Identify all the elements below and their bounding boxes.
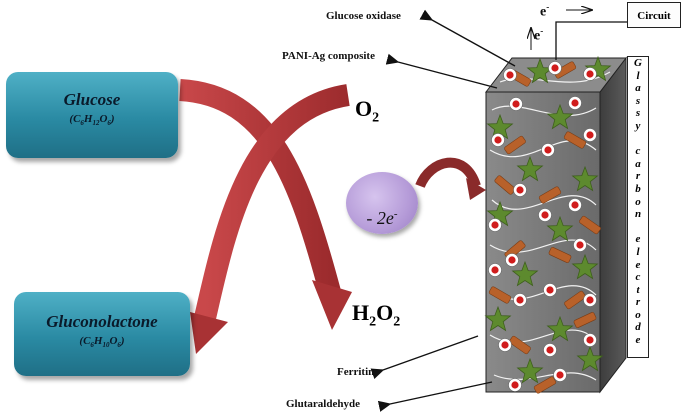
glucose-box: Glucose (C6H12O6) (6, 72, 178, 158)
gluconolactone-arrowhead (190, 312, 228, 354)
glucose-oxidase-enzyme (576, 345, 604, 372)
pani-ag-wire (491, 105, 597, 117)
ferritin-core (586, 336, 594, 344)
electron-text: - 2e- (366, 208, 398, 228)
circuit-box: Circuit (627, 2, 681, 28)
ferritin-core (546, 286, 554, 294)
pani-ag-label: PANI-Ag composite (282, 50, 375, 62)
glucose-oxidase-enzyme (546, 315, 574, 342)
glucose-oxidase-enzyme (516, 155, 544, 182)
ferritin-core (544, 146, 552, 154)
glucose-oxidase-enzyme (516, 357, 544, 384)
electron-circle: - 2e- (346, 172, 418, 234)
electron-transfer-arrow (415, 157, 481, 189)
glutaraldehyde-linker (533, 376, 557, 394)
glucose-oxidase-enzyme (571, 165, 599, 192)
oxygen-label: O2 (355, 96, 380, 126)
glucose-oxidase-label: Glucose oxidase (326, 10, 401, 22)
glutaraldehyde-linker (548, 247, 572, 263)
pani-ag-wire (493, 372, 597, 381)
enzyme-layer (484, 55, 612, 394)
glucose-oxidase-enzyme (571, 253, 599, 280)
ferritin-core (556, 371, 564, 379)
ferritin-core (586, 296, 594, 304)
glucose-oxidase-enzyme (486, 113, 514, 140)
gluconolactone-name: Gluconolactone (46, 312, 158, 331)
ferritin-core (541, 211, 549, 219)
electrode-side-face (599, 56, 627, 394)
glutaraldehyde-linker (538, 186, 562, 204)
glutaraldehyde-linker (579, 215, 601, 235)
ferritin-core (586, 131, 594, 139)
ferritin-core (511, 381, 519, 389)
glutaraldehyde-linker (509, 335, 531, 355)
circuit-wire (555, 21, 627, 60)
ferritin-core (508, 256, 516, 264)
ferritin-core (516, 186, 524, 194)
glutaraldehyde-linker (494, 175, 516, 195)
glucose-oxidase-enzyme (546, 103, 574, 130)
glutaraldehyde-pointer (377, 381, 493, 412)
glutaraldehyde-linker (573, 312, 597, 328)
o2-to-gluconolactone-arrow (194, 84, 351, 321)
ferritin-core (512, 100, 520, 108)
glucose-oxidase-enzyme (484, 305, 512, 332)
pani-ag-pointer (385, 53, 498, 89)
glutaraldehyde-linker (563, 131, 587, 149)
ferritin-core (516, 296, 524, 304)
ferritin-pointer (370, 335, 479, 380)
hydrogen-peroxide-label: H2O2 (352, 300, 401, 330)
glucose-oxidase-pointer (419, 9, 516, 67)
ferritin-core (586, 70, 594, 78)
ferritin-core (494, 136, 502, 144)
glucose-formula: (C6H12O6) (69, 113, 115, 128)
glutaraldehyde-linker (564, 290, 586, 310)
electron-top-label: e- (540, 2, 550, 20)
glucose-oxidase-enzyme (546, 215, 574, 242)
ferritin-core (551, 64, 559, 72)
glutaraldehyde-linker (488, 286, 512, 304)
ferritin-core (571, 201, 579, 209)
ferritin-core (571, 99, 579, 107)
gluconolactone-formula: (C6H10O6) (79, 335, 125, 350)
glutaraldehyde-linker (504, 135, 526, 155)
glucose-to-h2o2-arrow (179, 79, 341, 295)
glucose-oxidase-enzyme (584, 55, 612, 82)
glucose-name: Glucose (63, 90, 121, 109)
ferritin-core (546, 346, 554, 354)
ferritin-core (506, 71, 514, 79)
ferritin-label: Ferritin (337, 366, 375, 378)
electron-up-label: e- (534, 26, 544, 44)
ferritin-core (576, 241, 584, 249)
electron-transfer-arrowhead (466, 178, 486, 200)
reaction-arrows (179, 79, 352, 354)
glutaraldehyde-linker (553, 61, 577, 79)
ferritin-core (491, 221, 499, 229)
glucose-oxidase-enzyme (511, 260, 539, 287)
gluconolactone-box: Gluconolactone (C6H10O6) (14, 292, 190, 376)
ferritin-core (491, 266, 499, 274)
h2o2-arrowhead (312, 280, 352, 330)
ferritin-core (501, 341, 509, 349)
glutaraldehyde-label: Glutaraldehyde (286, 398, 360, 410)
